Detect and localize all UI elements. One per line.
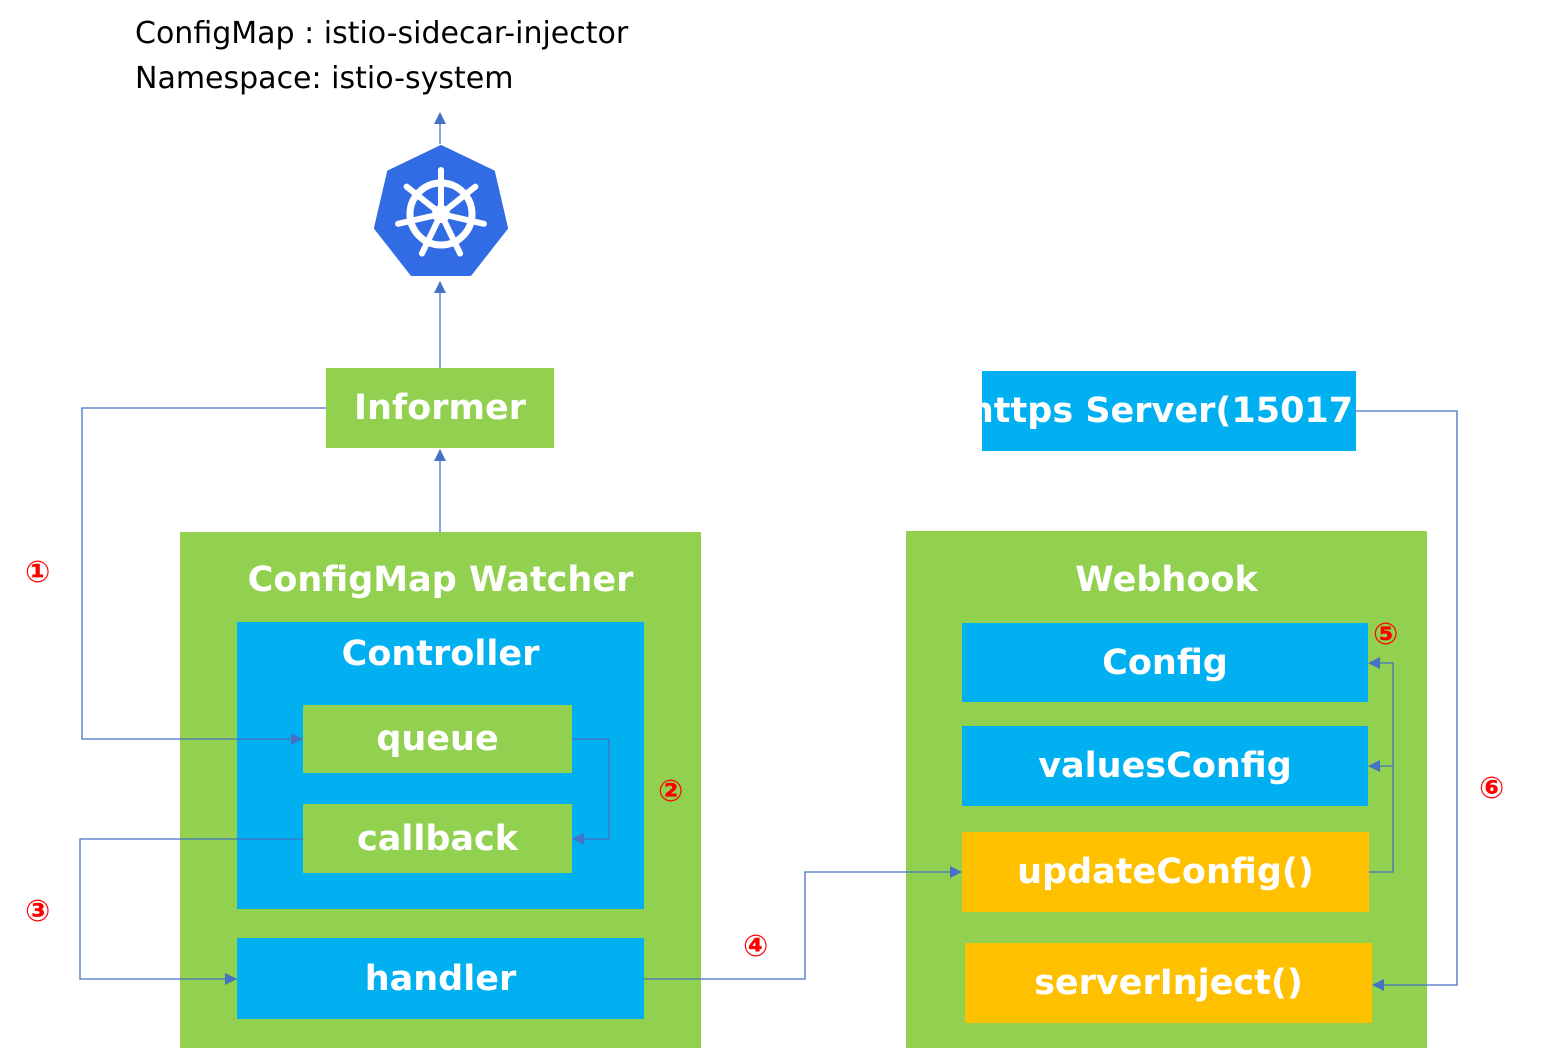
step-5-marker: ⑤: [1373, 617, 1399, 652]
step-6-marker: ⑥: [1479, 771, 1505, 806]
arrow-updateconfig-to-config: [1368, 657, 1394, 873]
step-1-marker: ①: [25, 555, 51, 590]
update-config-box[interactable]: updateConfig(): [962, 832, 1369, 912]
queue-box[interactable]: queue: [303, 705, 572, 773]
config-box[interactable]: Config: [962, 623, 1368, 702]
server-inject-box[interactable]: serverInject(): [965, 943, 1372, 1023]
namespace-label: Namespace: istio-system: [135, 61, 514, 96]
controller-title: Controller: [341, 634, 540, 674]
callback-box[interactable]: callback: [303, 804, 572, 873]
arrow-handler-to-updateconfig: [644, 866, 962, 980]
configmap-name-label: ConfigMap : istio-sidecar-injector: [135, 16, 629, 51]
arrow-queue-to-callback: [572, 738, 610, 845]
arrow-informer-to-queue: [81, 407, 326, 745]
https-server-box[interactable]: https Server(15017): [969, 371, 1369, 451]
informer-box[interactable]: Informer: [326, 368, 554, 448]
arrow-callback-to-handler: [79, 838, 303, 985]
step-2-marker: ②: [658, 774, 684, 809]
webhook-title: Webhook: [1075, 560, 1258, 600]
configmap-watcher-title: ConfigMap Watcher: [247, 560, 634, 600]
arrow-httpsserver-to-serverinject: [1356, 410, 1458, 991]
handler-box[interactable]: handler: [237, 938, 644, 1019]
step-4-marker: ④: [743, 929, 769, 964]
values-config-box[interactable]: valuesConfig: [962, 726, 1368, 806]
step-3-marker: ③: [25, 894, 51, 929]
kubernetes-helm-wheel-icon: [374, 145, 508, 276]
